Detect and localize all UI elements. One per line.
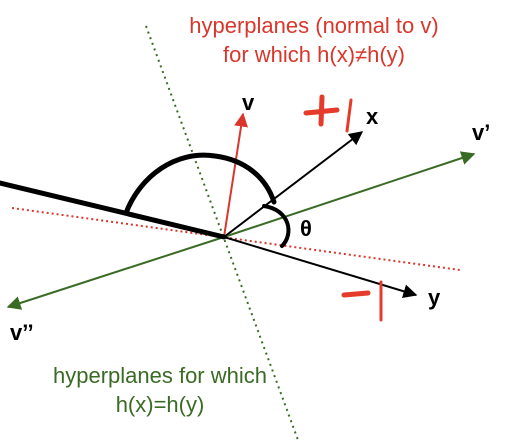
green-vector-line-opposite	[6, 236, 225, 310]
vector-y-arrow	[223, 236, 418, 299]
green-dotted-hyperplane	[145, 25, 299, 441]
minus-sign-marker	[341, 280, 383, 322]
theta-angle-arc	[262, 204, 291, 248]
red-dotted-hyperplane	[11, 207, 461, 271]
bottom-annotation-line1: hyperplanes for which	[53, 363, 267, 388]
theta-label: θ	[300, 216, 312, 241]
vector-v-double-prime-label: v’’	[10, 320, 34, 345]
vector-x-label: x	[366, 104, 379, 129]
rotating-hyperplane-stroke	[0, 180, 227, 240]
top-annotation-line1: hyperplanes (normal to v)	[189, 13, 438, 38]
vector-v-label: v	[242, 90, 255, 115]
bottom-annotation-line2: h(x)=h(y)	[116, 392, 205, 417]
green-vector-line	[223, 151, 476, 238]
rotation-arc-stroke	[123, 152, 277, 216]
vector-v-arrow	[223, 112, 248, 238]
vector-x-arrow	[223, 131, 364, 238]
plus-sign-marker	[303, 94, 353, 133]
top-annotation-line2: for which h(x)≠h(y)	[223, 42, 405, 67]
vector-v-prime-label: v’	[472, 120, 490, 145]
vector-y-label: y	[428, 285, 441, 310]
